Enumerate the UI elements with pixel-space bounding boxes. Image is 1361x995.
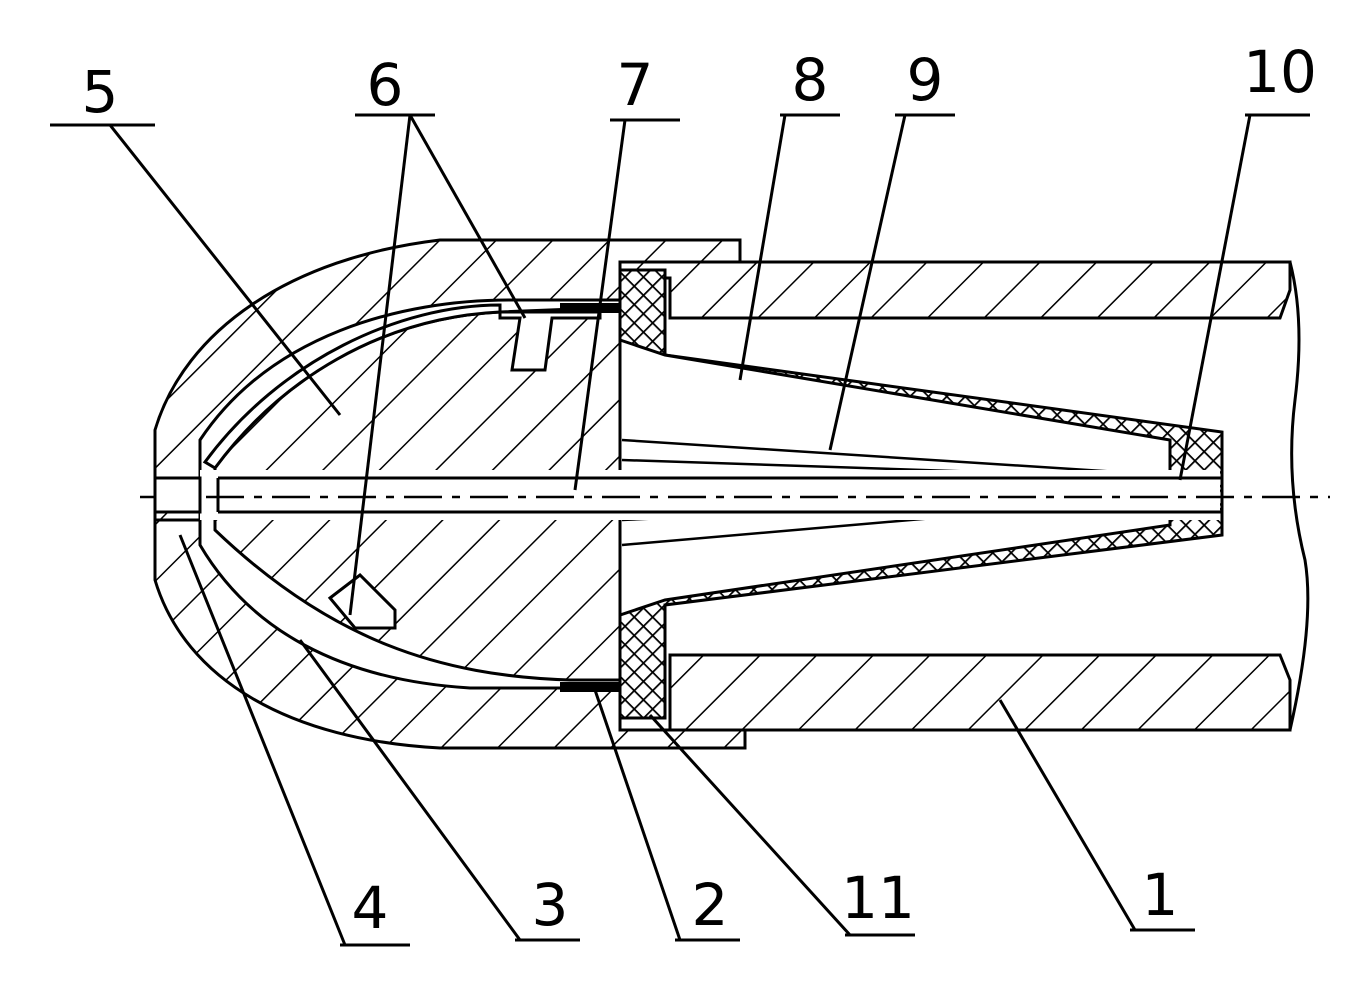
bore-7 xyxy=(200,470,1222,520)
leader-lines xyxy=(50,113,1310,947)
gasket-2-top xyxy=(560,303,620,313)
label-2: 2 xyxy=(692,871,729,939)
gasket-2-bottom xyxy=(560,682,620,692)
label-1: 1 xyxy=(1142,861,1179,929)
label-3: 3 xyxy=(532,871,569,939)
label-6: 6 xyxy=(367,51,404,119)
label-11: 11 xyxy=(841,864,915,932)
label-10: 10 xyxy=(1243,38,1317,106)
label-9: 9 xyxy=(907,46,944,114)
outer-tube-1 xyxy=(618,260,1310,732)
cavity xyxy=(202,303,502,470)
label-7: 7 xyxy=(617,51,654,119)
label-8: 8 xyxy=(792,46,829,114)
groove-6 xyxy=(327,310,602,630)
nozzle-tip-4 xyxy=(153,476,202,514)
label-4: 4 xyxy=(352,874,389,942)
label-5: 5 xyxy=(82,58,119,126)
